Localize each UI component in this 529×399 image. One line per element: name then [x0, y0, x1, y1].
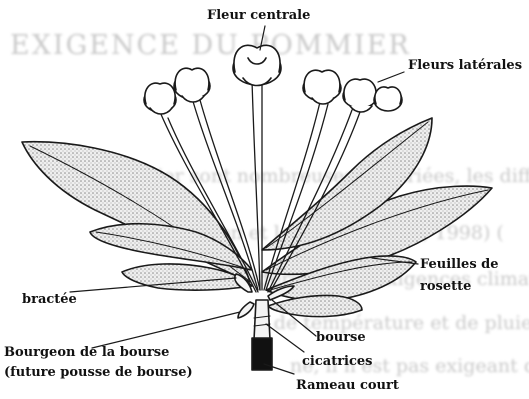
label-rameau-court: Rameau court	[296, 378, 399, 393]
label-feuilles-de-rosette-line2: rosette	[420, 279, 471, 294]
bourgeon-bud	[238, 302, 254, 318]
label-bourgeon-line2: (future pousse de bourse)	[4, 365, 193, 380]
flower-left-outer	[144, 83, 176, 114]
label-bourgeon-line1: Bourgeon de la bourse	[4, 345, 169, 360]
spur-stem	[254, 300, 270, 340]
flower-right-outer	[343, 79, 377, 112]
flower-right-inner	[303, 70, 341, 104]
label-fleurs-laterales: Fleurs latérales	[408, 58, 522, 73]
label-bourse: bourse	[316, 330, 366, 345]
leader-bourgeon	[92, 312, 240, 348]
label-feuilles-de-rosette-line1: Feuilles de	[420, 257, 499, 272]
leaf-right-lower	[268, 295, 362, 316]
label-cicatrices: cicatrices	[302, 354, 373, 369]
flower-right-far	[374, 87, 402, 111]
flower-left-inner	[174, 68, 210, 102]
flower-central	[233, 45, 281, 85]
label-bractee: bractée	[22, 292, 77, 307]
label-fleur-centrale: Fleur centrale	[207, 8, 310, 23]
leader-fleurs-laterales	[378, 72, 404, 82]
